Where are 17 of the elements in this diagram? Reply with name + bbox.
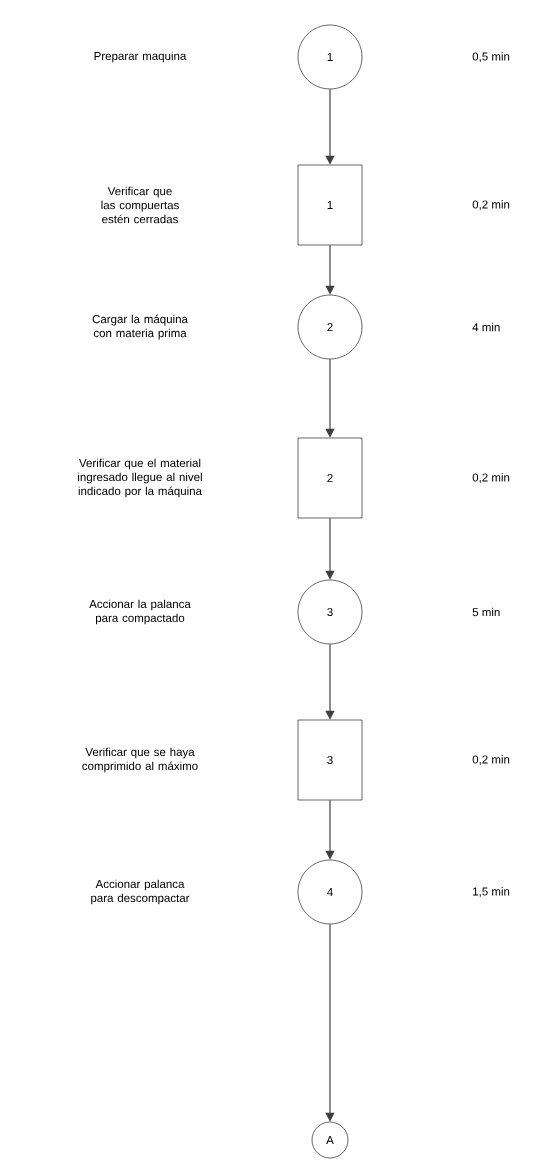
duration-label: 0,2 min (472, 473, 510, 483)
step-description: Cargar la máquina con materia prima (92, 314, 188, 340)
duration-label: 1,5 min (473, 887, 510, 897)
step-description: Verificar que las compuertas estén cerradas (101, 186, 179, 224)
duration-label: 0,2 min (472, 200, 510, 210)
duration-label: 0,2 min (472, 755, 510, 765)
duration-label: 5 min (472, 607, 500, 617)
step-description: Preparar maquina (94, 51, 187, 63)
step-description: Verificar que el material ingresado llegue al nivel indicado por la máquina (78, 458, 202, 498)
inspection-square: 1 (297, 164, 363, 246)
inspection-square: 2 (297, 437, 363, 519)
inspection-square: 3 (297, 719, 363, 801)
duration-label: 0,5 min (472, 52, 510, 62)
step-description: Accionar palanca para descompactar (91, 879, 190, 905)
step-description: Accionar la palanca para compactado (89, 599, 191, 625)
duration-label: 4 min (472, 322, 500, 332)
step-description: Verificar que se haya comprimido al máximo (82, 747, 198, 773)
